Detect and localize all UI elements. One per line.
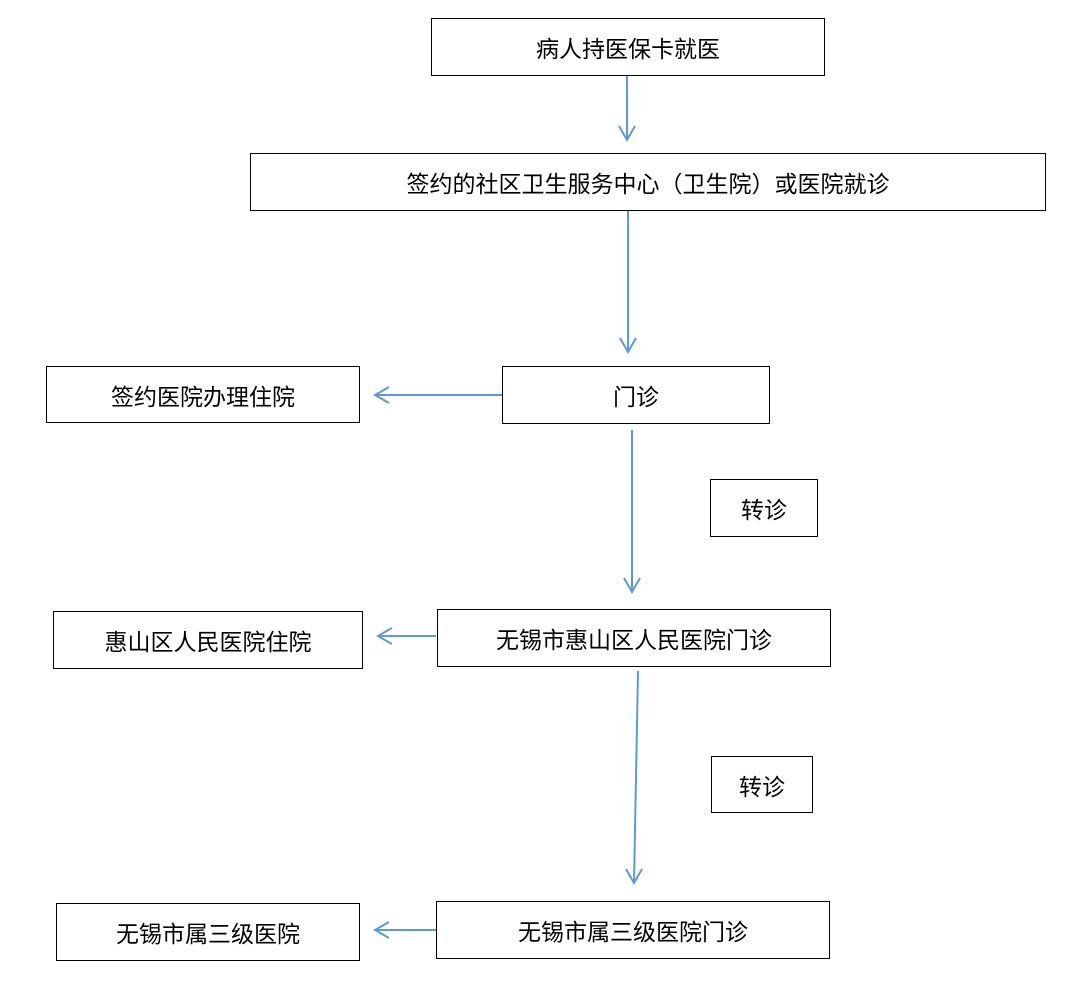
node-start: 病人持医保卡就医 — [431, 18, 825, 76]
arrowhead-huishan-to-tertiary — [625, 868, 643, 886]
node-community-clinic: 签约的社区卫生服务中心（卫生院）或医院就诊 — [250, 153, 1046, 211]
node-contracted-inpatient: 签约医院办理住院 — [46, 366, 360, 423]
label-referral-1: 转诊 — [710, 479, 818, 537]
node-outpatient: 门诊 — [502, 366, 770, 424]
node-tertiary-hospital: 无锡市属三级医院 — [56, 903, 360, 961]
node-huishan-outpatient: 无锡市惠山区人民医院门诊 — [437, 609, 831, 667]
arrowhead-outpatient-to-huishan — [623, 577, 641, 595]
node-huishan-inpatient: 惠山区人民医院住院 — [53, 611, 363, 669]
arrow-huishan-to-tertiary — [633, 670, 639, 884]
arrowhead-outpatient-to-contracted-inpatient — [372, 386, 390, 404]
node-tertiary-outpatient: 无锡市属三级医院门诊 — [436, 901, 830, 959]
label-referral-2: 转诊 — [711, 756, 813, 813]
arrowhead-start-to-community — [618, 125, 636, 143]
arrowhead-community-to-outpatient — [619, 337, 637, 355]
arrowhead-tertiary-outpatient-to-hospital — [372, 921, 390, 939]
arrowhead-huishan-to-inpatient — [375, 627, 393, 645]
